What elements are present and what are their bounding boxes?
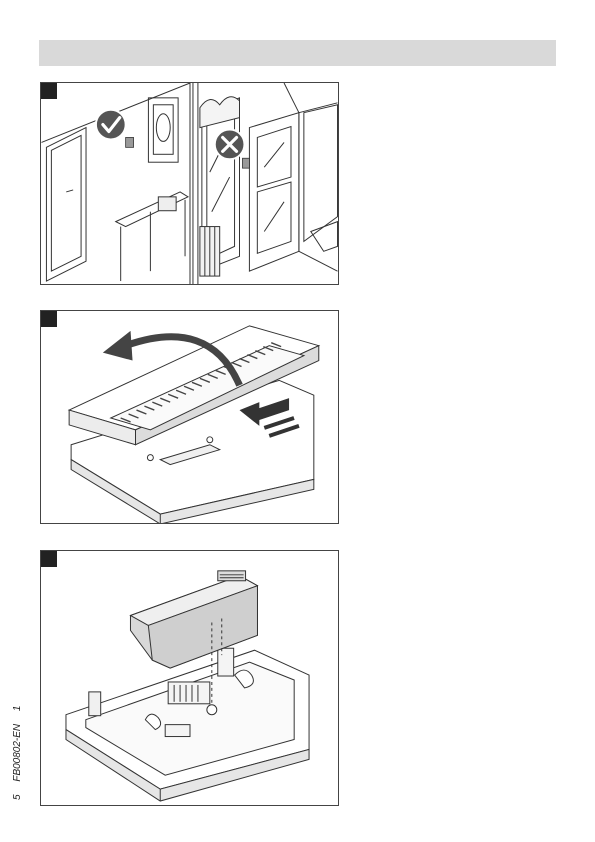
device-bad-position [242, 158, 249, 168]
figure-number-marker [41, 551, 57, 567]
cross-icon [215, 130, 245, 160]
figure-number-marker [41, 83, 57, 99]
document-revision: 1 [12, 706, 23, 712]
page-number: 5 [12, 794, 23, 800]
figure-module-insertion [40, 550, 339, 806]
figure-number-marker [41, 311, 57, 327]
document-code: FB00802-EN [12, 724, 23, 782]
figure-placement [40, 82, 339, 285]
page-footer: 5 FB00802-EN 1 [8, 690, 38, 800]
footer-text: 5 FB00802-EN 1 [12, 696, 23, 801]
check-icon [96, 110, 126, 140]
module-insertion-illustration [41, 551, 338, 805]
section-header-bar [39, 40, 556, 66]
open-housing-illustration [41, 311, 338, 523]
device-ok-position [126, 137, 134, 147]
placement-illustration [41, 83, 338, 284]
figure-open-housing [40, 310, 339, 524]
